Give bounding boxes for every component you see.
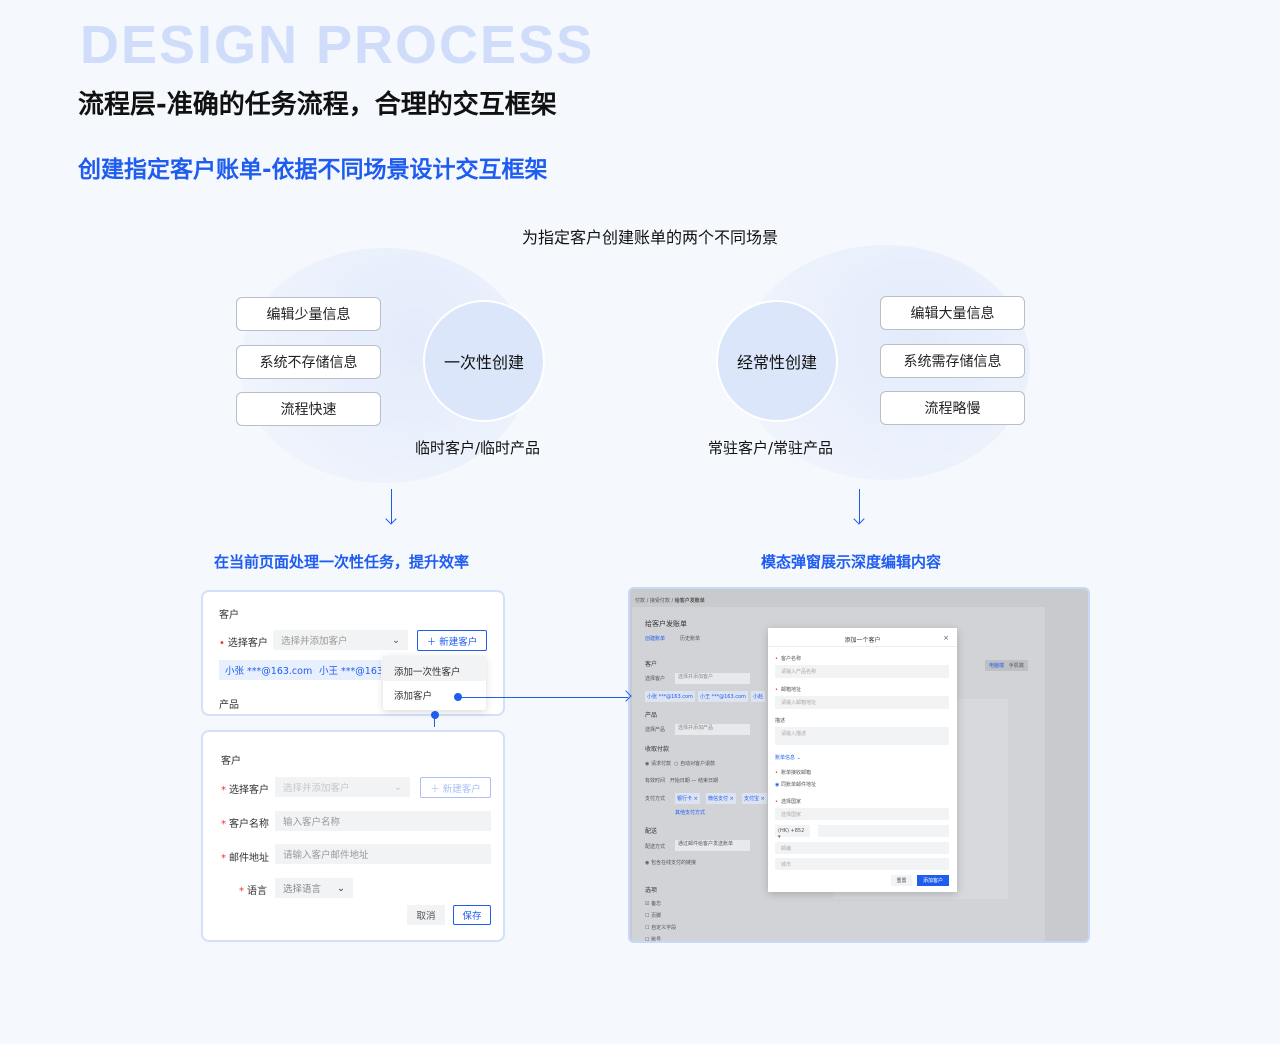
cancel-button[interactable]: 取消 [407, 905, 445, 925]
customer-select[interactable]: 选择并添加客户⌄ [273, 630, 408, 650]
add-customer-modal: 添加一个客户 × •客户名称 请输入产品名称 •邮箱地址 请输入邮箱地址 描述 … [768, 628, 957, 892]
radio[interactable]: ◉ 同账单邮件地址 [775, 782, 816, 788]
modal-title: 添加一个客户 [844, 637, 881, 644]
section: 收取付款 [645, 746, 670, 753]
description-input[interactable]: 请输入描述 [775, 727, 949, 745]
country-select[interactable]: 选择国家 [775, 808, 949, 820]
radio[interactable]: ◉ 包含在线支付的链接 [645, 860, 696, 866]
circle-one-time: 一次性创建 [423, 300, 545, 422]
section-title: 客户 [221, 756, 241, 767]
reset-button[interactable]: 重置 [891, 875, 912, 886]
checkbox[interactable]: ☐ 账号 [645, 937, 662, 943]
section-title: 客户 [219, 610, 239, 621]
section-title: 产品 [219, 700, 239, 711]
phone-code-select[interactable]: (HK) +852 ▾ [775, 825, 810, 840]
email-input[interactable]: 请输入客户邮件地址 [275, 844, 491, 864]
pill: 系统需存储信息 [880, 344, 1025, 378]
connector-dot [454, 693, 462, 701]
pill: 编辑大量信息 [880, 296, 1025, 330]
connector-dot [431, 711, 439, 719]
bill-info-toggle[interactable]: 账单信息 ⌄ [775, 755, 801, 761]
label: •账单接收邮箱 [775, 770, 811, 776]
postcode-input[interactable]: 邮编 [775, 842, 949, 854]
section: 选项 [645, 887, 658, 894]
label: •选择国家 [775, 799, 801, 805]
close-icon[interactable]: × [943, 634, 949, 642]
new-customer-button[interactable]: ＋ 新建客户 [417, 630, 487, 651]
checkbox[interactable]: ☐ 页脚 [645, 913, 662, 919]
section: 配送 [645, 828, 658, 835]
customer-name-input[interactable]: 输入客户名称 [275, 811, 491, 831]
pill: 流程快速 [236, 392, 381, 426]
connector-line [434, 716, 435, 727]
field-label: •选择客户 [219, 638, 268, 649]
radio[interactable]: ◉ 请求付款 ○ 自动对客户退款 [645, 761, 716, 767]
label: 支付方式 [645, 796, 666, 802]
customer-select[interactable]: 选择并添加客户⌄ [275, 777, 410, 797]
circle-recurring: 经常性创建 [716, 300, 838, 422]
background-watermark: DESIGN PROCESS [80, 15, 595, 75]
link[interactable]: 其他支付方式 [675, 810, 706, 816]
label: •客户名称 [775, 656, 801, 662]
label: 选择客户 [645, 676, 666, 682]
city-select[interactable]: 城市 [775, 858, 949, 870]
tag[interactable]: 支付宝 × [742, 793, 767, 804]
label: •邮箱地址 [775, 687, 801, 693]
pill: 系统不存储信息 [236, 345, 381, 379]
name-input[interactable]: 请输入产品名称 [775, 665, 949, 678]
screen-title: 给客户发账单 [645, 620, 687, 628]
field-label: *邮件地址 [221, 853, 269, 864]
tab-history[interactable]: 历史账单 [680, 636, 701, 642]
arrow-down-icon [391, 489, 392, 523]
tag[interactable]: 小王 ***@163.com [698, 691, 748, 702]
email-input[interactable]: 请输入邮箱地址 [775, 696, 949, 709]
tag[interactable]: 银行卡 × [675, 793, 700, 804]
checkbox[interactable]: ☐ 自定义字段 [645, 925, 677, 931]
divider [768, 646, 957, 647]
tab-create[interactable]: 创建账单 [645, 636, 666, 642]
new-customer-menu: 添加一次性客户 添加客户 [383, 656, 486, 710]
label: 描述 [775, 718, 786, 724]
diagram-title: 为指定客户创建账单的两个不同场景 [521, 228, 778, 247]
period: 有效时间 开始日期 — 结束日期 [645, 778, 719, 784]
pill: 流程略慢 [880, 391, 1025, 425]
checkbox[interactable]: ☑ 备忘 [645, 901, 662, 907]
label: 选择产品 [645, 727, 666, 733]
left-caption: 临时客户/临时产品 [415, 439, 541, 457]
menu-item-one-time[interactable]: 添加一次性客户 [383, 656, 486, 681]
add-customer-button[interactable]: 添加客户 [917, 875, 949, 886]
field-label: *语言 [239, 886, 267, 897]
modal-screenshot: 付款 / 接受付款 / 给客户发账单 给客户发账单 创建账单 历史账单 客户 选… [628, 587, 1090, 943]
tag[interactable]: 小张 ***@163.com [645, 691, 695, 702]
select[interactable]: 选择并添加产品 [675, 724, 750, 735]
phone-input[interactable] [818, 825, 949, 837]
breadcrumb: 付款 / 接受付款 / 给客户发账单 [635, 598, 705, 604]
select[interactable]: 通过邮件给客户发送账单 [675, 840, 750, 851]
form-inline-customer: 客户 *选择客户 选择并添加客户⌄ ＋ 新建客户 *客户名称 输入客户名称 *邮… [201, 730, 505, 942]
tag[interactable]: 小赵 [751, 691, 766, 702]
customer-tag[interactable]: 小王 ***@163.com [313, 660, 381, 680]
left-result: 在当前页面处理一次性任务，提升效率 [214, 553, 470, 571]
section: 客户 [645, 661, 658, 668]
preview-tabs[interactable]: 电脑端 手机端 [985, 660, 1028, 671]
field-label: *客户名称 [221, 819, 269, 830]
page-title: 流程层-准确的任务流程，合理的交互框架 [78, 90, 557, 120]
right-result: 模态弹窗展示深度编辑内容 [761, 553, 942, 571]
pill: 编辑少量信息 [236, 297, 381, 331]
right-caption: 常驻客户/常驻产品 [708, 439, 834, 457]
page-subtitle: 创建指定客户账单-依据不同场景设计交互框架 [78, 157, 548, 183]
arrow-down-icon [859, 489, 860, 523]
tag[interactable]: 微信支付 × [706, 793, 736, 804]
menu-item-add[interactable]: 添加客户 [394, 691, 433, 702]
field-label: *选择客户 [221, 785, 269, 796]
label: 配送方式 [645, 844, 666, 850]
save-button[interactable]: 保存 [453, 905, 491, 925]
connector-line [460, 697, 628, 698]
new-customer-button[interactable]: ＋ 新建客户 [420, 777, 491, 798]
section: 产品 [645, 712, 658, 719]
language-select[interactable]: 选择语言⌄ [275, 878, 353, 898]
customer-tag[interactable]: 小张 ***@163.com [219, 660, 319, 680]
select[interactable]: 选择并添加客户 [675, 673, 750, 684]
